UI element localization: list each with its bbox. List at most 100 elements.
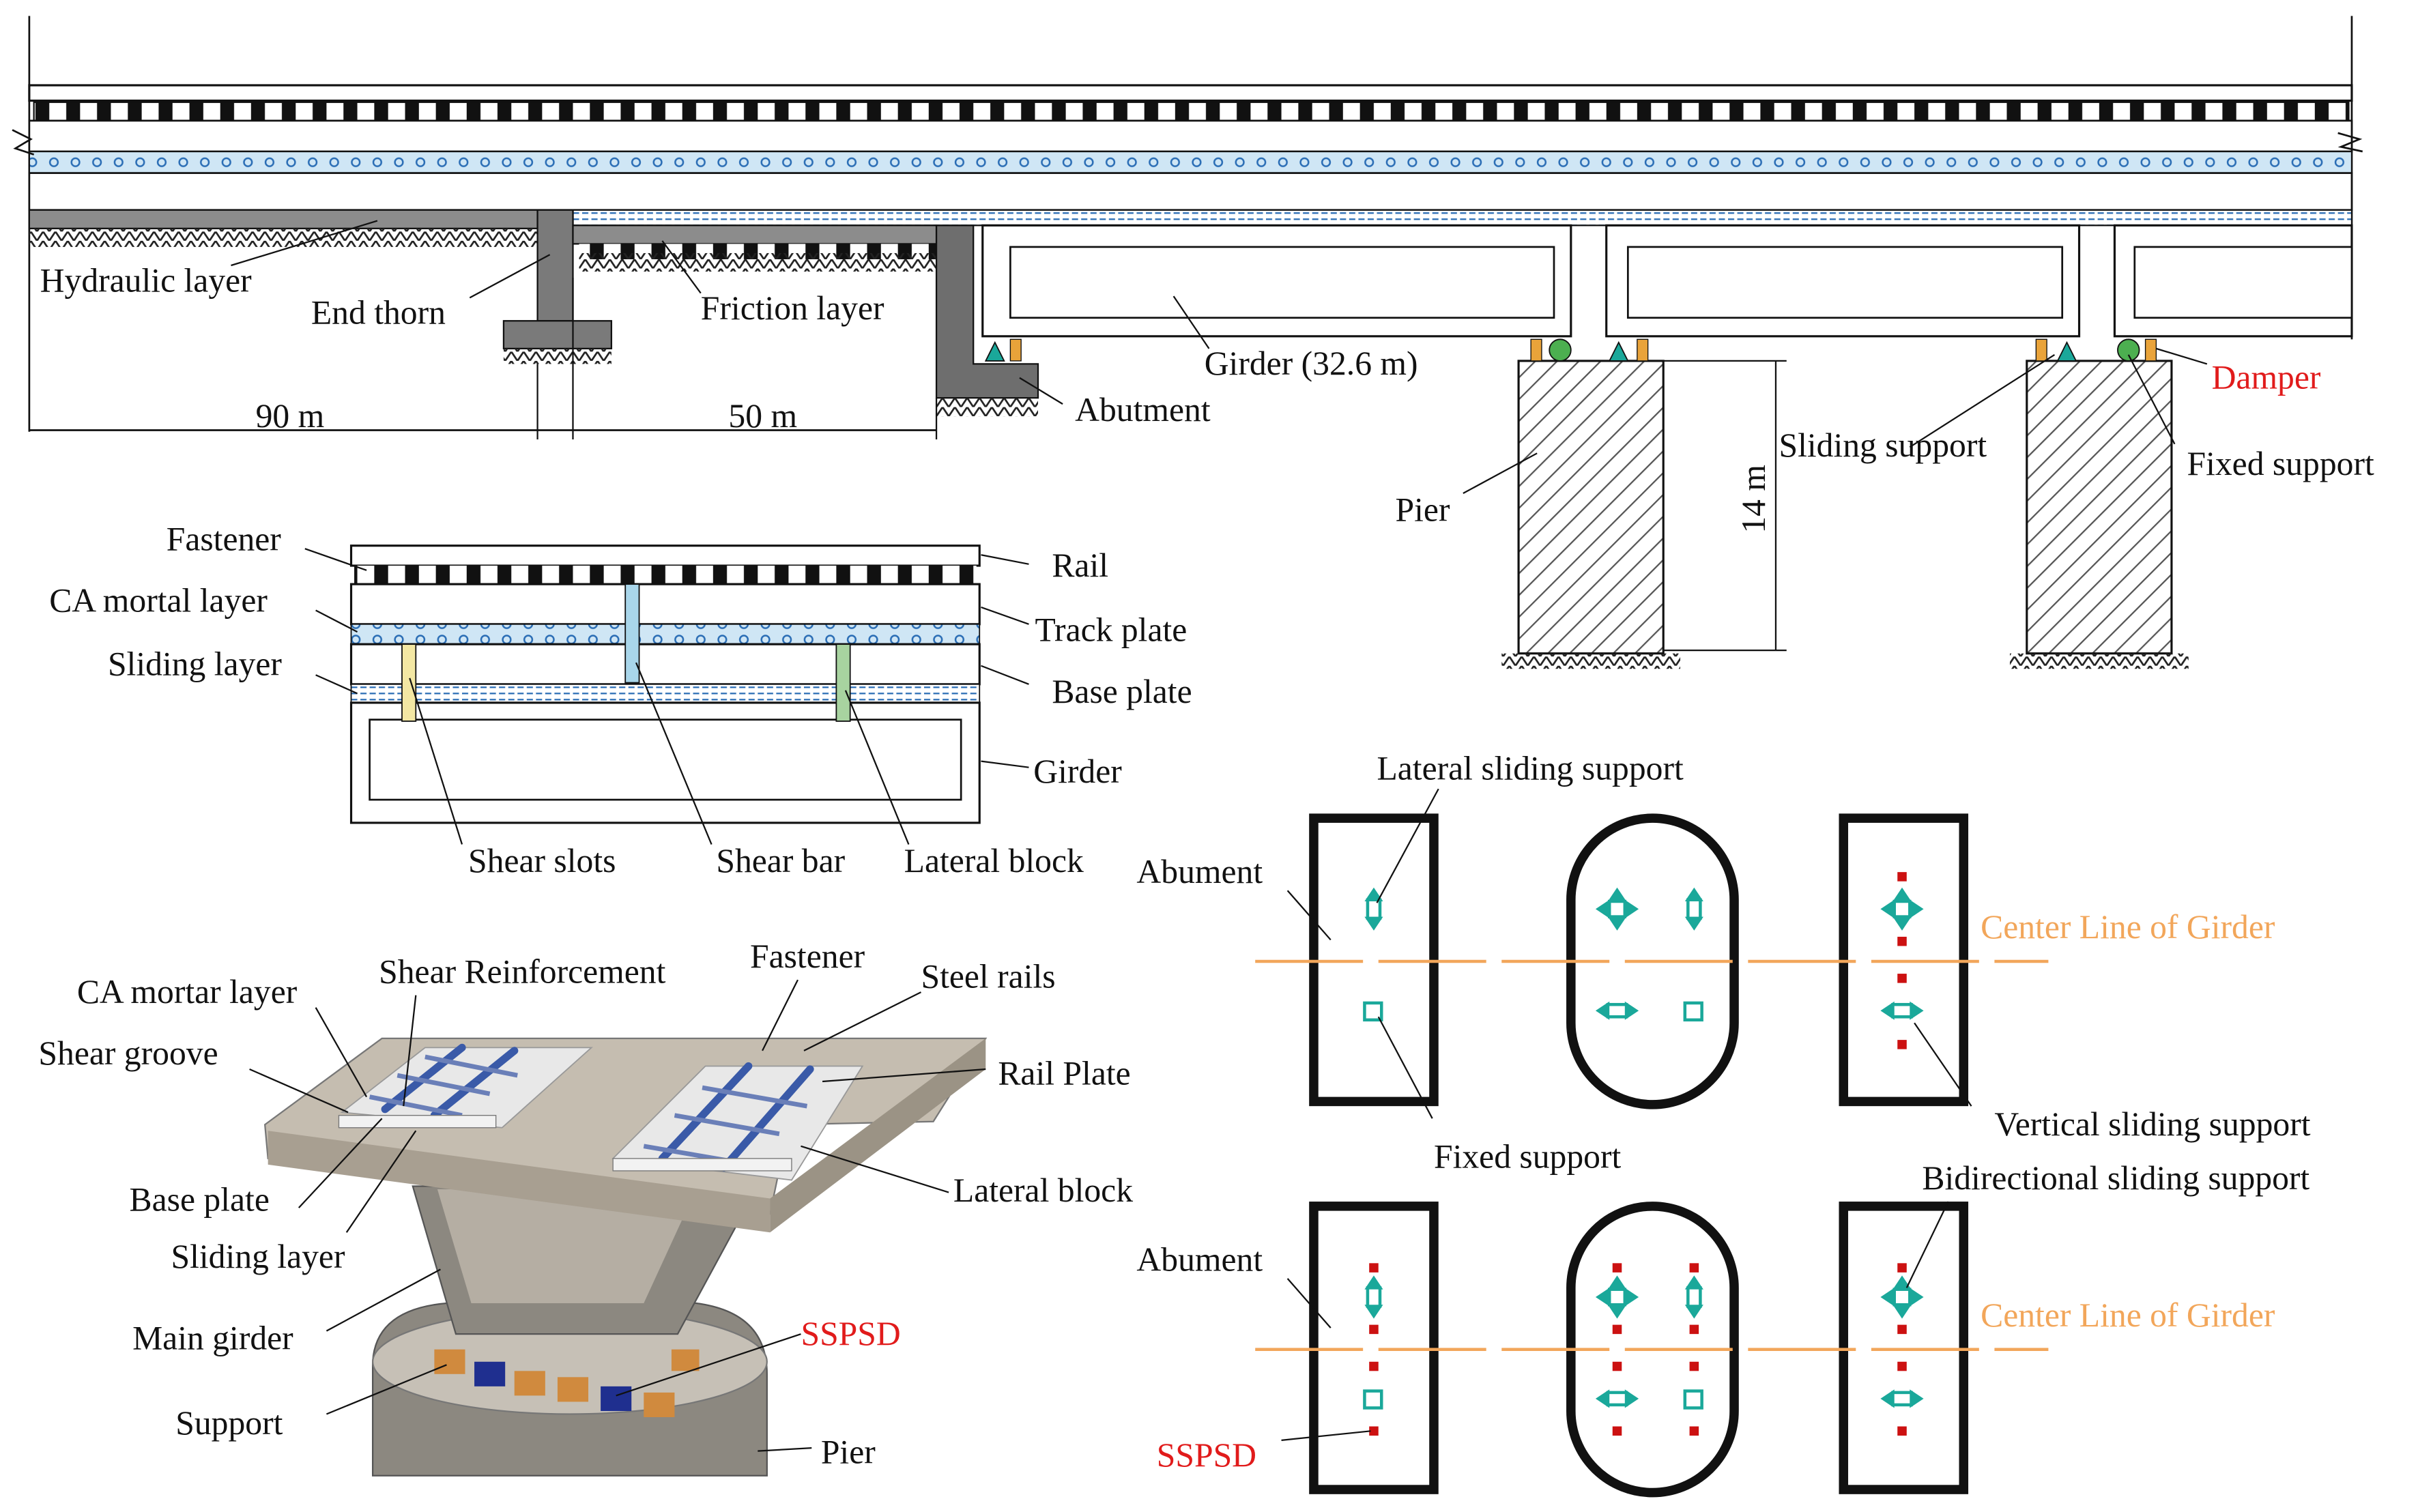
label-fastener: Fastener bbox=[750, 937, 865, 975]
pier-2-ground bbox=[2009, 653, 2189, 669]
bidirectional-sliding-support-icon bbox=[1595, 1275, 1639, 1319]
label-sliding-support: Sliding support bbox=[1779, 426, 1987, 464]
panel-a-elevation: Hydraulic layer End thorn Friction layer… bbox=[12, 16, 2374, 669]
friction-layer bbox=[572, 224, 938, 245]
deck-front bbox=[268, 1131, 771, 1233]
label-lateral-sliding-support: Lateral sliding support bbox=[1377, 750, 1684, 787]
girder-spans bbox=[981, 224, 2353, 338]
label-vertical-sliding-support: Vertical sliding support bbox=[1994, 1105, 2310, 1143]
sspsd-block bbox=[601, 1386, 632, 1411]
label-fastener: Fastener bbox=[167, 520, 282, 557]
abutment-ground bbox=[936, 398, 1039, 417]
end-thorn-stem bbox=[536, 209, 574, 322]
label-center-line-top: Center Line of Girder bbox=[1981, 908, 2275, 946]
fastener-strip bbox=[354, 566, 977, 585]
label-shear-bar: Shear bar bbox=[716, 842, 845, 879]
shear-slot bbox=[401, 643, 417, 722]
break-symbol-right bbox=[2337, 132, 2363, 153]
panel-d-labels: Lateral sliding support Abument Center L… bbox=[1136, 750, 2310, 1474]
friction-ground bbox=[579, 252, 937, 272]
label-damper: Damper bbox=[2212, 359, 2321, 396]
label-main-girder: Main girder bbox=[132, 1320, 293, 1357]
label-friction-layer: Friction layer bbox=[701, 289, 884, 327]
vertical-sliding-support-icon bbox=[1595, 1001, 1639, 1020]
label-lateral-block: Lateral block bbox=[904, 842, 1084, 879]
label-bidirectional-sliding-support: Bidirectional sliding support bbox=[1922, 1159, 2309, 1197]
vertical-sliding-support-icon bbox=[1880, 1001, 1924, 1020]
ca-mortar bbox=[350, 623, 981, 645]
panel-a-labels: Hydraulic layer End thorn Friction layer… bbox=[40, 261, 2374, 533]
label-base-plate: Base plate bbox=[130, 1181, 270, 1219]
label-rail-plate: Rail Plate bbox=[998, 1055, 1130, 1092]
plan-top-symbols bbox=[1363, 872, 1924, 1049]
fixed-support-icon bbox=[1363, 1389, 1383, 1410]
label-shear-reinforcement: Shear Reinforcement bbox=[379, 953, 665, 991]
panel-a-leaders bbox=[231, 220, 2208, 494]
track-plate bbox=[349, 583, 981, 626]
hydraulic-ground bbox=[29, 228, 538, 247]
bidirectional-sliding-support-icon bbox=[1595, 887, 1639, 931]
fixed-support-icon bbox=[1683, 1001, 1703, 1022]
deck-side bbox=[770, 1038, 986, 1233]
label-abutment: Abutment bbox=[1075, 391, 1211, 428]
label-track-plate: Track plate bbox=[1035, 611, 1187, 649]
base-plate bbox=[349, 643, 981, 686]
girder-span-2-void bbox=[1626, 246, 2064, 319]
vertical-sliding-support-icon bbox=[1595, 1389, 1639, 1408]
label-ca-mortal-layer: CA mortal layer bbox=[49, 582, 268, 620]
panel-c-leaders bbox=[249, 979, 986, 1452]
label-sliding-layer: Sliding layer bbox=[108, 645, 282, 682]
panel-d-leaders bbox=[1281, 788, 1972, 1441]
pier-2 bbox=[2026, 360, 2173, 655]
label-dim-90: 90 m bbox=[256, 397, 325, 435]
panel-d-plans: Lateral sliding support Abument Center L… bbox=[1136, 750, 2311, 1498]
label-sliding-layer: Sliding layer bbox=[171, 1238, 345, 1275]
label-support: Support bbox=[175, 1404, 283, 1442]
fastener-row bbox=[33, 101, 2350, 122]
bidirectional-sliding-support-icon bbox=[1880, 1275, 1924, 1319]
sspsd-block bbox=[474, 1361, 506, 1386]
label-sspsd: SSPSD bbox=[801, 1315, 900, 1352]
base-plate-band bbox=[28, 172, 2353, 212]
bearings bbox=[984, 338, 2157, 362]
label-shear-slots: Shear slots bbox=[468, 842, 616, 879]
rail-line bbox=[28, 84, 2353, 102]
support-block bbox=[514, 1371, 545, 1396]
label-hydraulic-layer: Hydraulic layer bbox=[40, 261, 252, 299]
label-rail: Rail bbox=[1052, 547, 1108, 584]
lateral-block bbox=[835, 643, 851, 722]
label-base-plate: Base plate bbox=[1052, 673, 1192, 710]
damper-icon bbox=[1009, 338, 1022, 362]
sspsd-markers-bottom bbox=[1369, 1263, 1907, 1436]
lateral-sliding-support-icon bbox=[1684, 887, 1703, 931]
panel-c-labels: CA mortar layer Shear Reinforcement Fast… bbox=[38, 937, 1133, 1471]
label-sspsd: SSPSD bbox=[1157, 1436, 1256, 1474]
bidirectional-sliding-support-icon bbox=[1880, 887, 1924, 931]
label-end-thorn: End thorn bbox=[311, 294, 446, 332]
support-block bbox=[434, 1349, 465, 1374]
track-plate-band bbox=[28, 119, 2353, 153]
label-abument-bottom: Abument bbox=[1136, 1241, 1263, 1279]
sliding-support-icon bbox=[2056, 340, 2077, 362]
girder-span-3-void bbox=[2133, 246, 2353, 319]
label-steel-rails: Steel rails bbox=[921, 957, 1055, 995]
break-symbol-left bbox=[12, 129, 35, 156]
rail-strip bbox=[349, 544, 981, 567]
support-block bbox=[644, 1392, 675, 1418]
label-shear-groove: Shear groove bbox=[38, 1034, 218, 1072]
label-fixed-support: Fixed support bbox=[2187, 445, 2374, 482]
panel-b-leaders bbox=[304, 548, 1029, 845]
pier-1 bbox=[1517, 360, 1665, 655]
label-dim-50: 50 m bbox=[728, 397, 797, 435]
hydraulic-layer bbox=[28, 209, 538, 229]
vertical-sliding-support-icon bbox=[1880, 1389, 1924, 1408]
end-thorn-ground bbox=[503, 348, 611, 364]
label-pier: Pier bbox=[1396, 491, 1450, 529]
sspsd-markers-top bbox=[1897, 872, 1907, 1049]
label-ca-mortar-layer: CA mortar layer bbox=[77, 973, 298, 1011]
panel-b-labels: Fastener CA mortal layer Sliding layer R… bbox=[49, 520, 1192, 879]
sliding-layer bbox=[350, 683, 981, 703]
label-pier: Pier bbox=[821, 1434, 876, 1471]
sliding-layer-band bbox=[572, 209, 2353, 227]
